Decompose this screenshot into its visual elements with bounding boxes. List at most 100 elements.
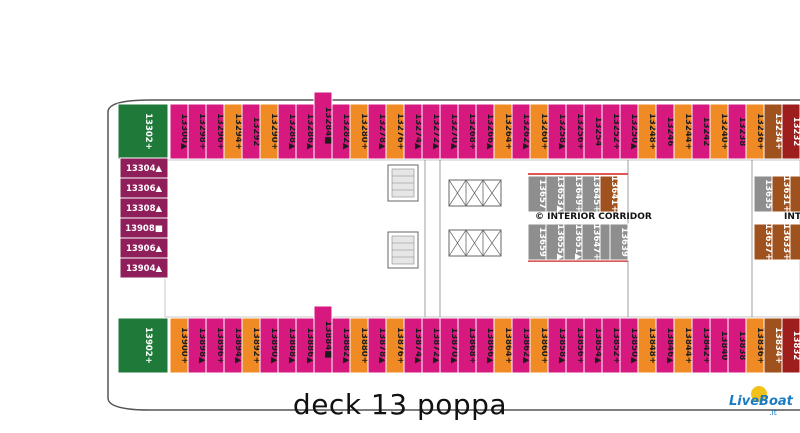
cabin-13862[interactable]: 13862▲	[511, 317, 531, 374]
cabin-13906[interactable]: 13906▲	[119, 237, 169, 259]
cabin-13631[interactable]: 13631+	[771, 175, 791, 213]
cabin-13884[interactable]: 13884■	[313, 305, 333, 374]
cabin-13246[interactable]: 13246	[655, 103, 675, 160]
cabin-13306[interactable]: 13306▲	[119, 177, 169, 199]
cabin-13655[interactable]: 13655▲	[545, 223, 565, 261]
cabin-13256[interactable]: 13256+	[565, 103, 585, 160]
cabin-13302[interactable]: 13302+	[117, 103, 169, 160]
cabin-13886[interactable]: 13886▲	[295, 317, 315, 374]
cabin-13288[interactable]: 13288▲	[277, 103, 297, 160]
cabin-13653[interactable]: 13653▲	[545, 175, 565, 213]
cabin-13635[interactable]: 13635	[753, 175, 773, 213]
cabin-13639[interactable]: 13639	[609, 223, 629, 261]
cabin-13276[interactable]: 13276+	[385, 103, 405, 160]
cabin-13872[interactable]: 13872▲	[421, 317, 441, 374]
cabin-13260[interactable]: 13260+	[529, 103, 549, 160]
cabin-13882[interactable]: 13882▲	[331, 317, 351, 374]
cabin-label: 13904▲	[126, 264, 163, 274]
cabin-13878[interactable]: 13878▲	[367, 317, 387, 374]
cabin-13645[interactable]: 13645+	[581, 175, 601, 213]
cabin-13902[interactable]: 13902+	[117, 317, 169, 374]
cabin-13258[interactable]: 13258▲	[547, 103, 567, 160]
cabin-13848[interactable]: 13848+	[637, 317, 657, 374]
cabin-13856[interactable]: 13856+	[565, 317, 585, 374]
cabin-13637[interactable]: 13637+	[753, 223, 773, 261]
cabin-13282[interactable]: 13282▲	[331, 103, 351, 160]
cabin-13858[interactable]: 13858▲	[547, 317, 567, 374]
cabin-13252[interactable]: 13252+	[601, 103, 621, 160]
cabin-label: 13657	[537, 179, 547, 209]
cabin-13840[interactable]: 13840	[709, 317, 729, 374]
cabin-13286[interactable]: 13286▲	[295, 103, 315, 160]
cabin-13860[interactable]: 13860+	[529, 317, 549, 374]
cabin-13888[interactable]: 13888▲	[277, 317, 297, 374]
cabin-13880[interactable]: 13880+	[349, 317, 369, 374]
cabin-13834[interactable]: 13834+	[763, 317, 783, 374]
cabin-13874[interactable]: 13874▲	[403, 317, 423, 374]
cabin-13250[interactable]: 13250▲	[619, 103, 639, 160]
cabin-13280[interactable]: 13280+	[349, 103, 369, 160]
cabin-13278[interactable]: 13278▲	[367, 103, 387, 160]
cabin-13908[interactable]: 13908■	[119, 217, 169, 239]
cabin-13290[interactable]: 13290+	[259, 103, 279, 160]
cabin-13240[interactable]: 13240+	[709, 103, 729, 160]
cabin-13900[interactable]: 13900+	[169, 317, 189, 374]
cabin-13892[interactable]: 13892+	[241, 317, 261, 374]
cabin-13244[interactable]: 13244+	[673, 103, 693, 160]
cabin-13242[interactable]: 13242	[691, 103, 711, 160]
cabin-13890[interactable]: 13890▲	[259, 317, 279, 374]
cabin-13633[interactable]: 13633+	[771, 223, 791, 261]
cabin-13904[interactable]: 13904▲	[119, 257, 169, 279]
cabin-13627[interactable]: 13627	[789, 175, 800, 213]
cabin-13836[interactable]: 13836+	[745, 317, 765, 374]
cabin-13850[interactable]: 13850▲	[619, 317, 639, 374]
cabin-13844[interactable]: 13844+	[673, 317, 693, 374]
cabin-13234[interactable]: 13234+	[763, 103, 783, 160]
cabin-13657[interactable]: 13657	[527, 175, 547, 213]
cabin-13300[interactable]: 13300▲	[169, 103, 189, 160]
cabin-13876[interactable]: 13876+	[385, 317, 405, 374]
cabin-13649[interactable]: 13649+	[563, 175, 583, 213]
cabin-13294[interactable]: 13294+	[223, 103, 243, 160]
cabin-13842[interactable]: 13842+	[691, 317, 711, 374]
cabin-13270[interactable]: 13270▲	[439, 103, 459, 160]
cabin-13248[interactable]: 13248+	[637, 103, 657, 160]
cabin-13254[interactable]: 13254	[583, 103, 603, 160]
cabin-13304[interactable]: 13304▲	[119, 157, 169, 179]
cabin-block	[117, 317, 169, 374]
cabin-13272[interactable]: 13272▲	[421, 103, 441, 160]
cabin-13232[interactable]: 13232	[781, 103, 800, 160]
cabin-13832[interactable]: 13832	[781, 317, 800, 374]
cabin-label: 13900+	[179, 327, 189, 364]
cabin-13274[interactable]: 13274▲	[403, 103, 423, 160]
cabin-13896[interactable]: 13896+	[205, 317, 225, 374]
cabin-13262[interactable]: 13262▲	[511, 103, 531, 160]
cabin-label: 13896+	[215, 327, 225, 364]
cabin-13651[interactable]: 13651▲	[563, 223, 583, 261]
cabin-13870[interactable]: 13870▲	[439, 317, 459, 374]
cabin-13894[interactable]: 13894▲	[223, 317, 243, 374]
cabin-13264[interactable]: 13264+	[493, 103, 513, 160]
cabin-label: 13294+	[233, 113, 243, 150]
cabin-13898[interactable]: 13898▲	[187, 317, 207, 374]
cabin-13868[interactable]: 13868+	[457, 317, 477, 374]
cabin-13296[interactable]: 13296+	[205, 103, 225, 160]
cabin-13852[interactable]: 13852+	[601, 317, 621, 374]
cabin-13647[interactable]: 13647+	[581, 223, 601, 261]
cabin-13866[interactable]: 13866▲	[475, 317, 495, 374]
cabin-13298[interactable]: 13298+	[187, 103, 207, 160]
cabin-13641[interactable]: 13641+	[599, 175, 619, 213]
cabin-13236[interactable]: 13236+	[745, 103, 765, 160]
cabin-13308[interactable]: 13308▲	[119, 197, 169, 219]
cabin-13854[interactable]: 13854▲	[583, 317, 603, 374]
cabin-13629[interactable]: 13629	[789, 223, 800, 261]
cabin-13238[interactable]: 13238	[727, 103, 747, 160]
cabin-13284[interactable]: 13284■	[313, 91, 333, 160]
cabin-13268[interactable]: 13268+	[457, 103, 477, 160]
cabin-13864[interactable]: 13864+	[493, 317, 513, 374]
cabin-13292[interactable]: 13292	[241, 103, 261, 160]
cabin-13659[interactable]: 13659	[527, 223, 547, 261]
cabin-13838[interactable]: 13838	[727, 317, 747, 374]
cabin-13846[interactable]: 13846▲	[655, 317, 675, 374]
cabin-13266[interactable]: 13266▲	[475, 103, 495, 160]
